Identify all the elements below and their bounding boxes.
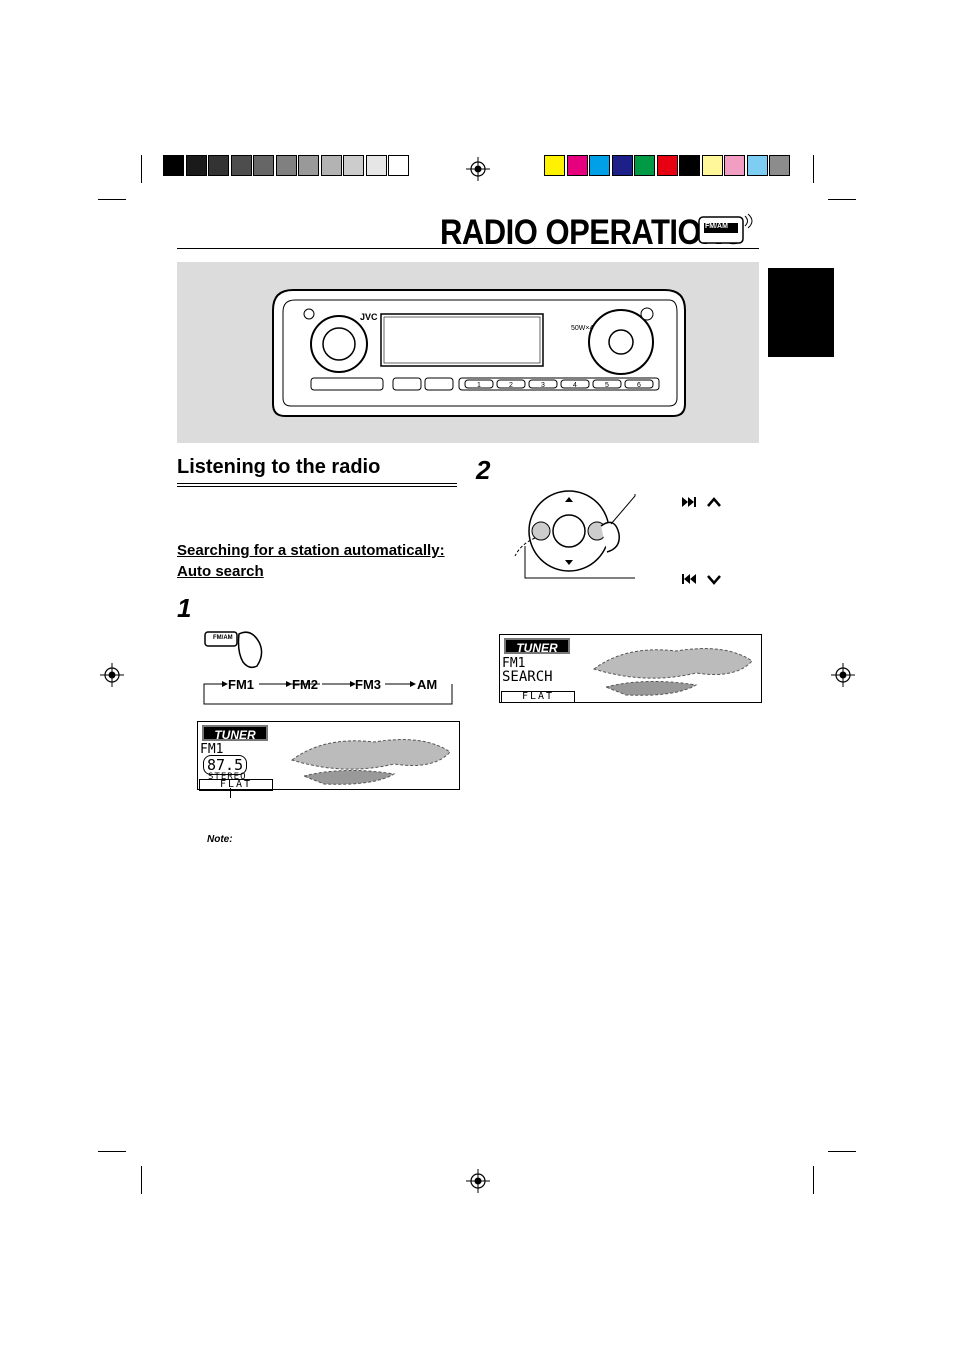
car-stereo-illustration: 1 2 3 4 5 6 — [272, 289, 686, 417]
lcd-display-search: TUNER FM1 SEARCH FLAT — [499, 634, 762, 703]
preset-key — [496, 379, 526, 389]
band-readout: FM1 — [502, 656, 526, 671]
subheading-line-1: Searching for a station automatically: — [177, 542, 445, 559]
gray-swatch — [185, 155, 207, 176]
heading-rule — [177, 486, 457, 487]
color-swatch — [611, 155, 633, 176]
eq-indicator: FLAT — [199, 779, 273, 791]
crop-mark — [828, 1151, 856, 1152]
gray-swatch — [230, 155, 252, 176]
fm-am-badge-icon: FM/AM — [698, 213, 753, 244]
preset-key-label: 4 — [573, 382, 577, 389]
color-swatch — [769, 155, 790, 176]
search-status: SEARCH — [502, 669, 553, 685]
crop-mark — [98, 1151, 126, 1152]
badge-label: FM/AM — [705, 223, 728, 230]
subheading: Searching for a station automatically: A… — [177, 540, 445, 582]
crop-mark — [813, 1166, 814, 1194]
page-title: RADIO OPERATIONS — [440, 212, 744, 253]
band-cycle-arrows — [203, 681, 453, 705]
tuner-tag: TUNER — [202, 725, 268, 742]
registration-mark — [466, 1169, 490, 1193]
control-dial-illustration — [514, 490, 636, 579]
fm-am-button-label: FM/AM — [213, 635, 233, 641]
gray-swatch — [253, 155, 274, 176]
preset-key — [464, 379, 494, 389]
color-swatch — [589, 155, 610, 176]
gray-swatch — [298, 155, 319, 176]
preset-key-label: 6 — [637, 382, 641, 389]
step-1-number: 1 — [177, 593, 192, 623]
color-swatch — [656, 155, 678, 176]
section-heading: Listening to the radio — [177, 456, 381, 478]
band-am: AM — [417, 677, 438, 692]
heading-rule — [177, 483, 457, 484]
color-swatch — [701, 155, 723, 176]
gray-swatch — [208, 155, 229, 176]
crop-mark — [828, 199, 856, 200]
next-up-icon — [682, 497, 721, 507]
tuner-tag: TUNER — [504, 638, 570, 655]
color-calibration-bar — [544, 155, 792, 176]
gray-swatch — [275, 155, 297, 176]
subheading-line-2: Auto search — [177, 563, 264, 580]
crop-mark — [98, 199, 126, 200]
callout-line — [230, 788, 231, 798]
title-rule — [177, 248, 759, 249]
color-swatch — [566, 155, 588, 176]
gray-swatch — [388, 155, 409, 176]
tuner-animation-graphic — [290, 739, 451, 785]
crop-mark — [813, 155, 814, 183]
color-swatch — [679, 155, 700, 176]
gray-swatch — [365, 155, 387, 176]
tuner-animation-graphic — [592, 648, 753, 696]
color-swatch — [746, 155, 768, 176]
band-fm2: FM2 — [292, 677, 318, 692]
lcd-display-frequency: TUNER FM1 87.5 STEREO FLAT — [197, 721, 460, 791]
gray-swatch — [320, 155, 342, 176]
preset-key-label: 1 — [477, 382, 481, 389]
registration-mark — [100, 663, 124, 687]
illustration-panel: 1 2 3 4 5 6 JVC 50W×4 — [177, 262, 759, 443]
note-label: Note: — [207, 834, 233, 845]
fm-am-button-illustration: FM/AM — [203, 628, 267, 672]
radio-brand-label: JVC — [360, 312, 378, 322]
step-2-number: 2 — [476, 455, 491, 485]
crop-mark — [141, 155, 142, 183]
prev-down-icon — [682, 574, 721, 585]
color-swatch — [544, 155, 565, 176]
preset-key — [560, 379, 590, 389]
grayscale-calibration-bar — [163, 155, 411, 176]
color-swatch — [724, 155, 745, 176]
preset-key-label: 3 — [541, 382, 545, 389]
gray-swatch — [163, 155, 184, 176]
stereo-indicator: STEREO — [208, 772, 247, 782]
registration-mark — [466, 157, 490, 181]
preset-key-label: 2 — [509, 382, 513, 389]
eq-indicator: FLAT — [501, 691, 575, 703]
band-fm1: FM1 — [228, 677, 254, 692]
color-swatch — [634, 155, 655, 176]
preset-key-label: 5 — [605, 382, 609, 389]
band-readout: FM1 — [200, 742, 224, 757]
registration-mark — [831, 663, 855, 687]
language-tab — [768, 268, 834, 357]
frequency-readout: 87.5 — [203, 755, 248, 775]
preset-key — [592, 379, 622, 389]
band-fm3: FM3 — [355, 677, 381, 692]
radio-power-label: 50W×4 — [571, 325, 594, 332]
crop-mark — [141, 1166, 142, 1194]
gray-swatch — [343, 155, 364, 176]
preset-key — [528, 379, 558, 389]
preset-key — [624, 379, 654, 389]
